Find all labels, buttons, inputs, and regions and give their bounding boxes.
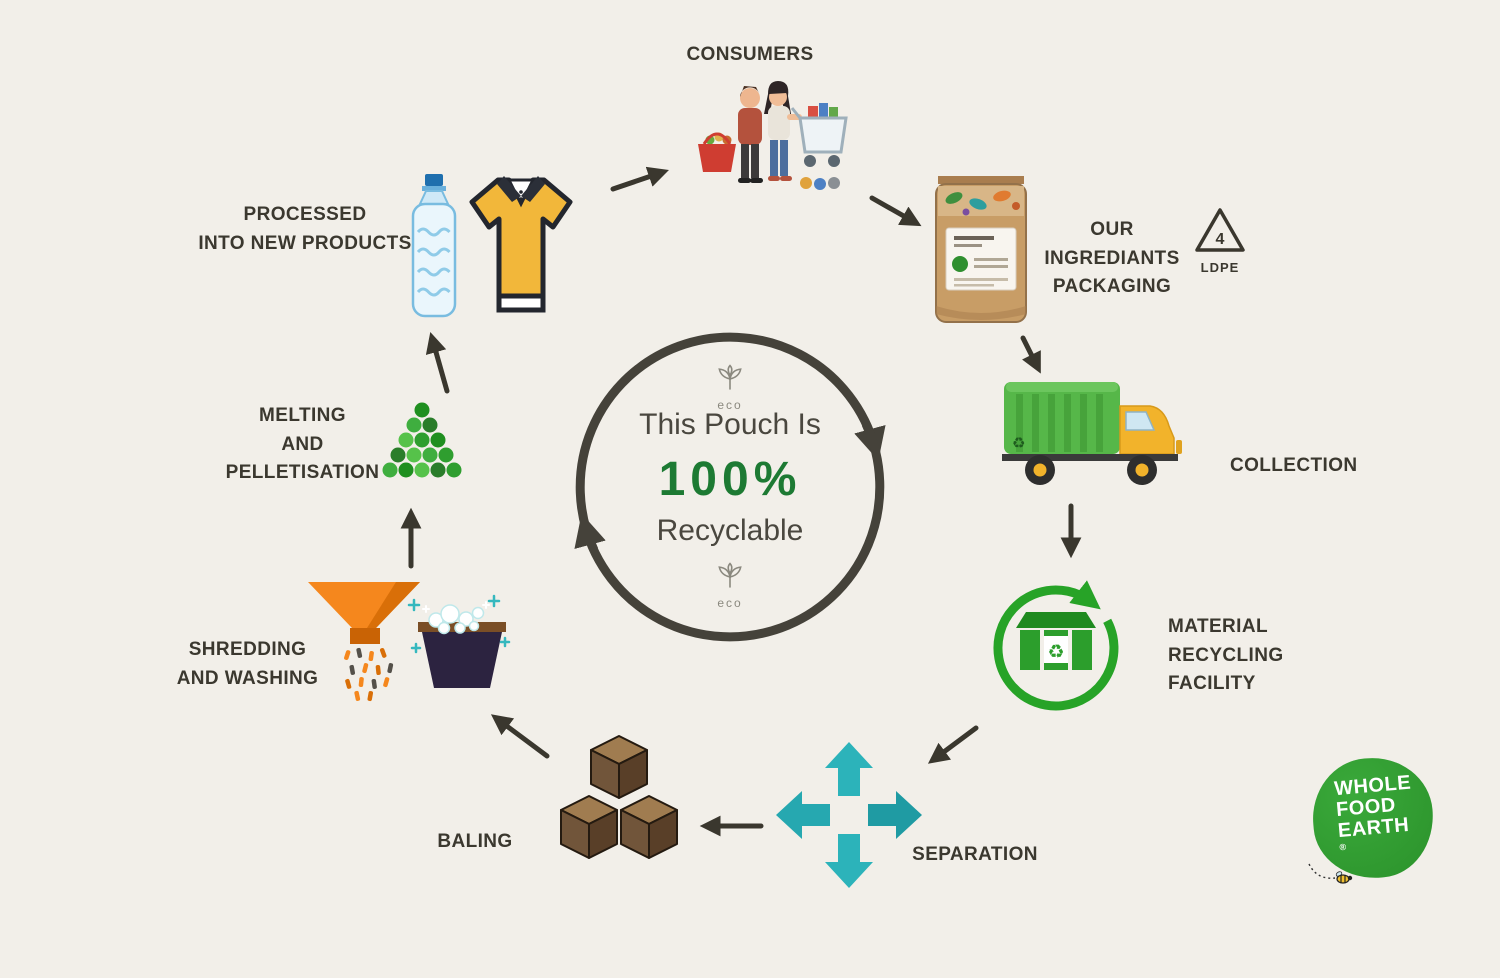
arrow-packaging-to-collection xyxy=(1020,335,1041,374)
label-material-recycling-facility: MATERIAL RECYCLING FACILITY xyxy=(1168,613,1338,699)
center-subheading: Recyclable xyxy=(656,514,804,547)
arrow-melting-to-products xyxy=(425,331,450,394)
label-collection: COLLECTION xyxy=(1230,455,1358,476)
registered-mark: ® xyxy=(1339,841,1347,853)
label-shredding-line2: AND WASHING xyxy=(176,667,319,689)
recycling-triangle-icon: 4 xyxy=(1195,208,1245,252)
label-melting-line2: AND xyxy=(281,433,324,455)
polo-shirt-icon xyxy=(469,176,573,313)
label-consumers: CONSUMERS xyxy=(686,44,814,65)
resin-code-number: 4 xyxy=(1216,231,1225,248)
consumers-illustration xyxy=(698,81,848,190)
center-heading: This Pouch Is xyxy=(639,408,821,441)
facility-recycle-symbol: ♻ xyxy=(1047,642,1064,663)
eco-badge-bottom: eco xyxy=(703,562,757,610)
bales-icon xyxy=(560,735,678,859)
toy-balls xyxy=(800,177,840,190)
shredder-funnel-icon xyxy=(308,582,420,644)
label-separation: SEPARATION xyxy=(912,844,1038,865)
shredding-washing-icon xyxy=(308,582,511,702)
label-processed-line2: INTO NEW PRODUCTS xyxy=(198,232,412,254)
arrow-baling-to-shredding xyxy=(490,714,550,759)
garbage-truck-icon: ♻ xyxy=(1002,382,1182,485)
sparkles-white xyxy=(422,601,490,613)
shopping-cart-icon xyxy=(790,103,848,167)
pouch-icon xyxy=(935,176,1027,323)
pellets-icon xyxy=(382,402,462,478)
label-shredding-line1: SHREDDING xyxy=(188,639,307,660)
recycling-facility-icon: ♻ xyxy=(993,580,1119,711)
eco-badge-top: eco xyxy=(703,364,757,412)
eco-leaf-icon xyxy=(718,562,742,588)
label-melting-line1: MELTING xyxy=(259,405,346,426)
center-percent: 100% xyxy=(658,453,802,506)
bale-bottom-left xyxy=(560,795,618,859)
arrow-facility-to-separation xyxy=(927,725,979,764)
label-facility-line1: MATERIAL xyxy=(1168,616,1268,637)
label-shredding-washing: SHREDDING AND WASHING xyxy=(150,636,345,693)
woman-figure xyxy=(764,81,802,181)
label-facility-line3: FACILITY xyxy=(1168,673,1256,694)
resin-code-symbol: 4 LDPE xyxy=(1192,206,1248,275)
label-facility-line2: RECYCLING xyxy=(1168,644,1284,666)
water-bottle-icon xyxy=(411,174,457,318)
washing-bin-icon xyxy=(407,594,511,688)
eco-leaf-icon xyxy=(718,364,742,390)
label-melting-pelletisation: MELTING AND PELLETISATION xyxy=(205,402,400,488)
truck-recycle-symbol: ♻ xyxy=(1012,435,1025,452)
label-processed-new-products: PROCESSED INTO NEW PRODUCTS xyxy=(175,201,435,258)
shopping-basket-icon xyxy=(698,132,736,172)
sparkles xyxy=(407,594,511,654)
brand-logo: WHOLE FOOD EARTH® xyxy=(1305,752,1455,890)
label-processed-line1: PROCESSED xyxy=(243,204,367,225)
man-figure xyxy=(738,86,763,183)
label-packaging: OUR INGREDIANTS PACKAGING xyxy=(1030,216,1194,302)
separation-icon xyxy=(776,742,922,888)
plastic-shreds xyxy=(344,647,394,702)
label-baling: BALING xyxy=(437,831,513,852)
label-melting-line3: PELLETISATION xyxy=(225,462,380,483)
arrow-consumers-to-packaging xyxy=(869,195,922,227)
label-packaging-line2: PACKAGING xyxy=(1052,276,1172,297)
eco-word: eco xyxy=(717,596,743,610)
bee-icon xyxy=(1308,863,1353,884)
label-packaging-line1: OUR INGREDIANTS xyxy=(1044,219,1180,269)
bale-bottom-right xyxy=(620,795,678,859)
resin-code-label: LDPE xyxy=(1200,260,1240,275)
arrow-products-to-consumers xyxy=(610,166,669,192)
bale-top xyxy=(590,735,648,799)
facility-circle-arrow xyxy=(993,580,1119,711)
logo-line3: EARTH® xyxy=(1337,813,1411,853)
soap-bubbles xyxy=(428,604,485,635)
